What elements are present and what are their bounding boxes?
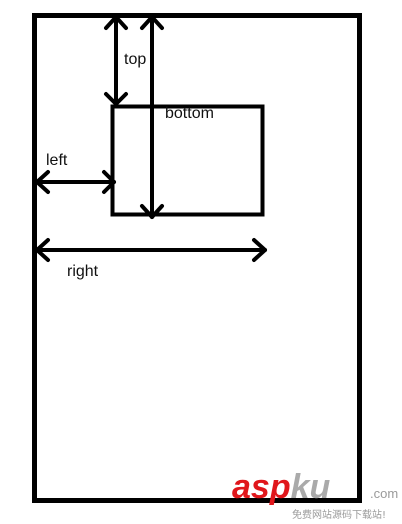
site-watermark: aspku .com 免费网站源码下载站!	[232, 470, 400, 522]
top-label: top	[124, 51, 147, 68]
bottom-label: bottom	[165, 105, 214, 122]
left-label: left	[46, 152, 68, 169]
watermark-domain: .com	[370, 486, 399, 501]
watermark-tagline: 免费网站源码下载站!	[292, 510, 387, 521]
watermark-logo: aspku	[232, 470, 330, 504]
left-arrow	[35, 170, 116, 194]
watermark-logo-part1: asp	[232, 468, 291, 506]
bottom-arrow	[140, 15, 164, 219]
right-label: right	[67, 263, 99, 280]
watermark-logo-part2: ku	[290, 468, 331, 506]
right-arrow	[35, 238, 267, 262]
top-arrow	[104, 15, 128, 106]
inner-element-box	[110, 104, 265, 217]
outer-container-box	[32, 13, 362, 503]
